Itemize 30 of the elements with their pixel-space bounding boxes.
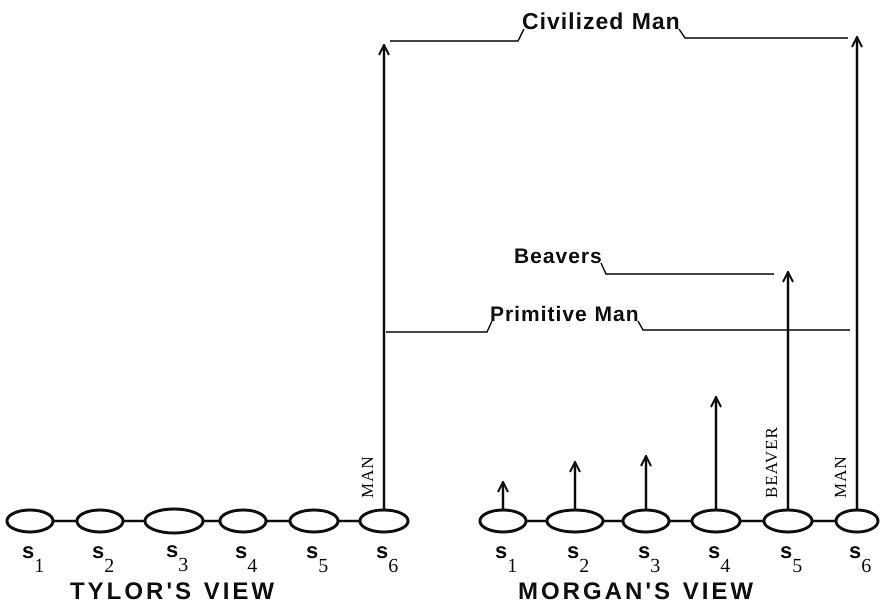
view-caption: TYLOR'S VIEW bbox=[70, 578, 278, 606]
edge-label: BEAVER bbox=[762, 426, 782, 498]
connector-line bbox=[203, 520, 220, 522]
arrow bbox=[569, 461, 581, 510]
connector-line bbox=[338, 520, 360, 522]
leader-line bbox=[637, 320, 850, 331]
view-caption: MORGAN'S VIEW bbox=[518, 578, 756, 606]
arrow bbox=[497, 481, 509, 510]
edge-label: MAN bbox=[831, 455, 851, 498]
connector-line bbox=[669, 520, 692, 522]
connector-line bbox=[266, 520, 290, 522]
caption-text: Beavers bbox=[514, 245, 603, 269]
arrow bbox=[851, 36, 863, 510]
leader-line bbox=[390, 28, 525, 42]
arrow bbox=[378, 44, 390, 510]
edge-label: MAN bbox=[358, 455, 378, 498]
connector-line bbox=[812, 520, 836, 522]
caption-text: Primitive Man bbox=[490, 303, 640, 327]
connector-line bbox=[526, 520, 547, 522]
connector-line bbox=[53, 520, 77, 522]
arrow bbox=[782, 271, 794, 510]
arrow bbox=[710, 396, 722, 510]
connector-line bbox=[603, 520, 623, 522]
leader-line bbox=[600, 262, 774, 275]
leader-line bbox=[678, 28, 848, 39]
leader-line bbox=[386, 320, 493, 333]
caption-text: Civilized Man bbox=[522, 8, 681, 35]
connector-line bbox=[740, 520, 764, 522]
connector-line bbox=[123, 520, 145, 522]
arrow bbox=[640, 455, 652, 510]
